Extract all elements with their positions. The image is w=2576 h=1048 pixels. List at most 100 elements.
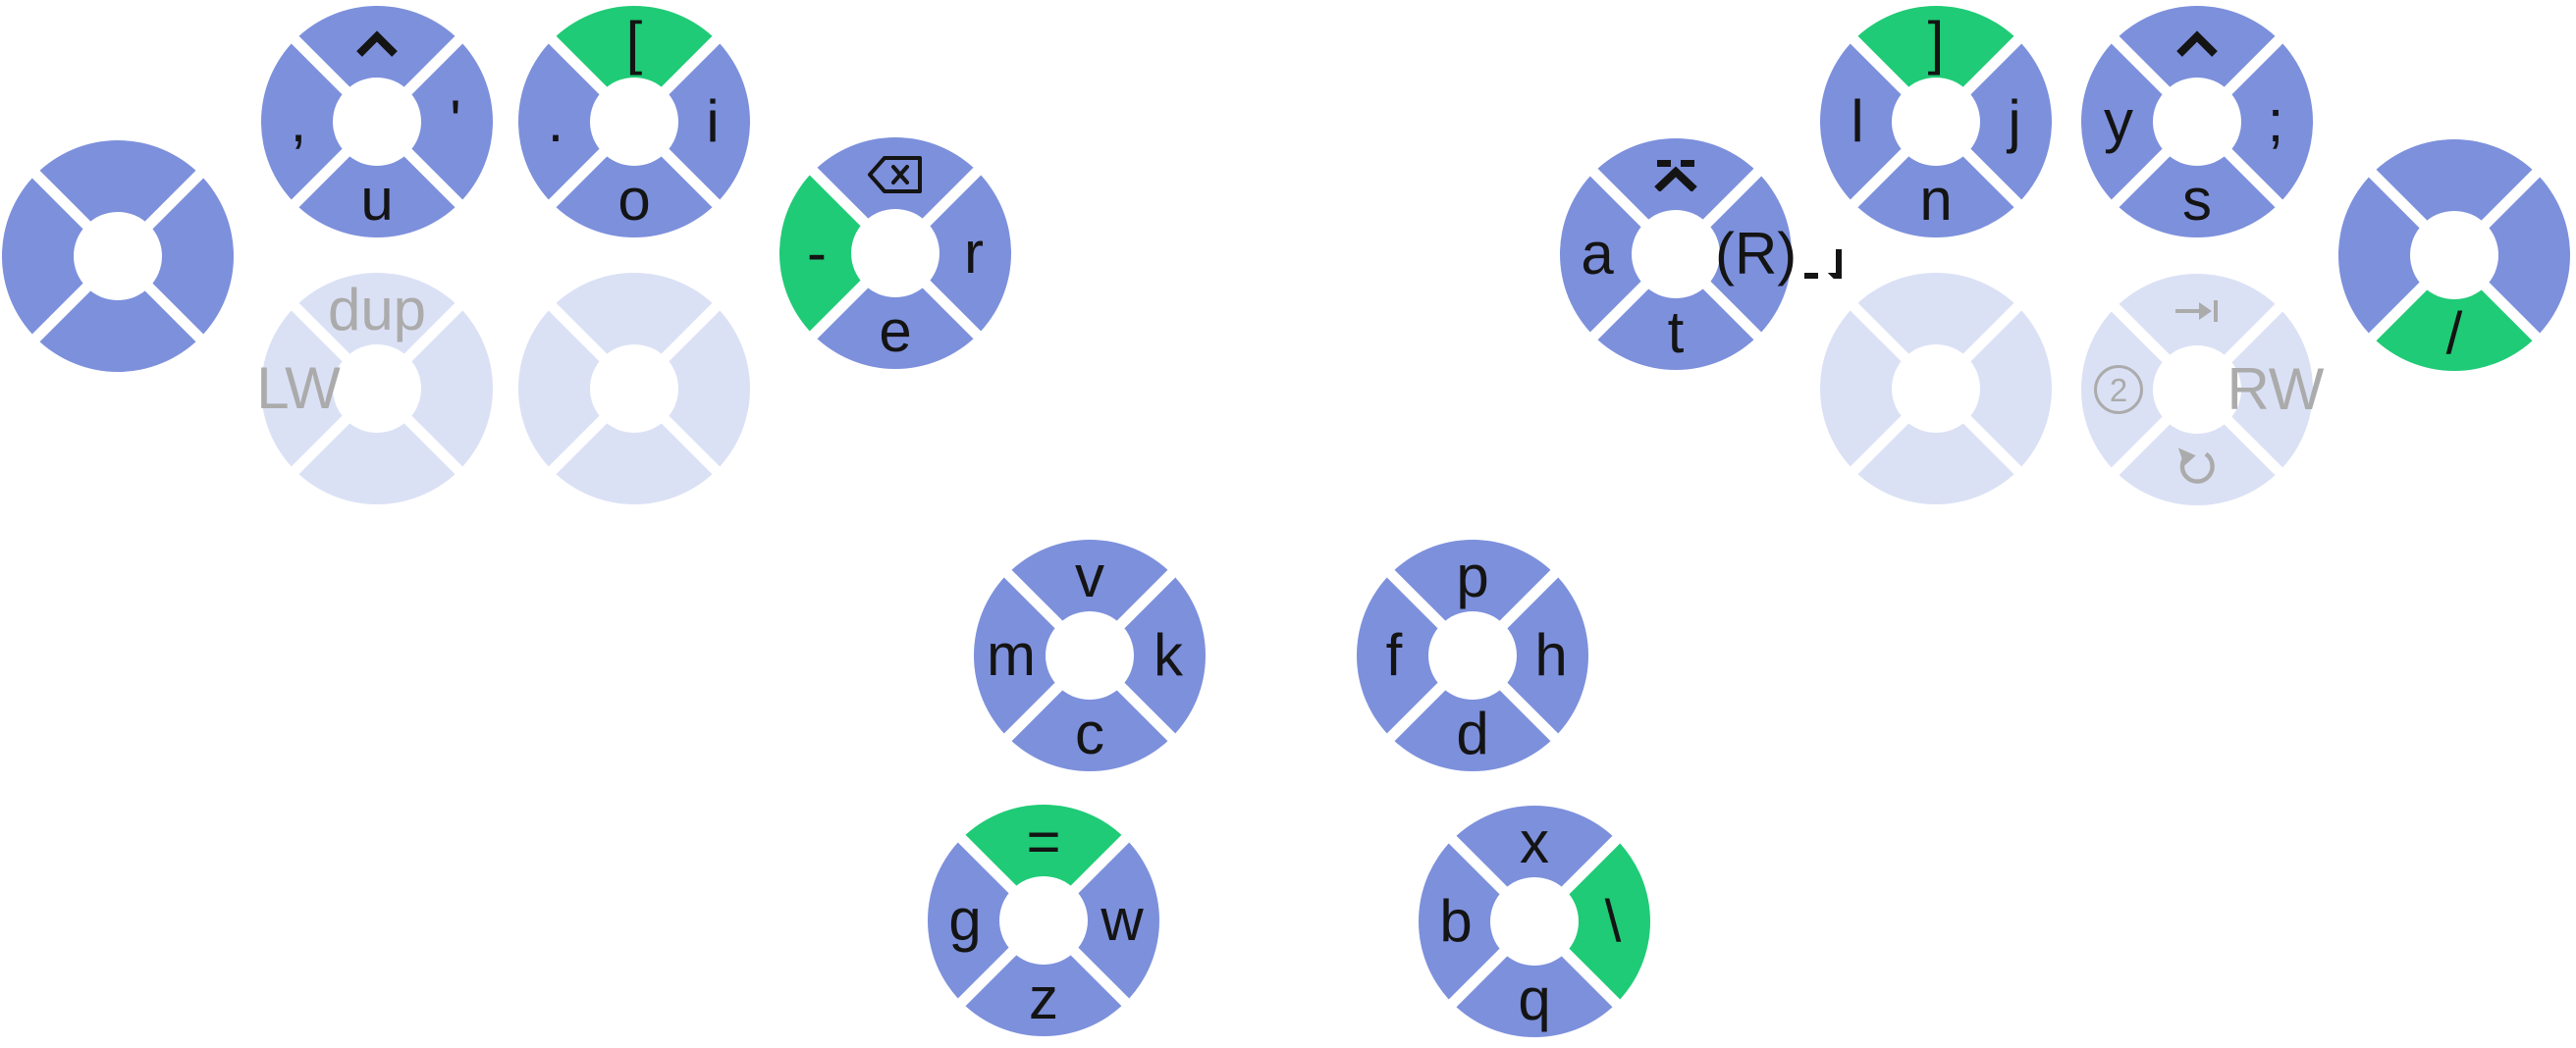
key-donut — [1818, 271, 2054, 506]
key-donut — [926, 803, 1161, 1038]
key-donut — [1417, 804, 1652, 1039]
key-donut — [516, 271, 752, 506]
key-label-bottom: d — [1456, 705, 1488, 763]
key-label-text: p — [1456, 544, 1489, 609]
key-label-text: ' — [450, 88, 461, 154]
key-donut — [2079, 4, 2315, 239]
key-label-bottom: c — [1075, 705, 1104, 763]
key-label-left: l — [1851, 92, 1863, 151]
key-donut — [1355, 538, 1590, 773]
key-label-text: s — [2182, 167, 2212, 233]
key-label-text: , — [290, 88, 307, 154]
key-label-text: c — [1075, 701, 1104, 766]
key-label-bottom: o — [617, 171, 650, 230]
key-label-text: y — [2104, 88, 2133, 154]
key-donut — [259, 4, 495, 239]
key-right-pinky-slash: / — [2336, 137, 2572, 373]
key-label-text: LW — [256, 355, 341, 421]
key-label-top: x — [1520, 813, 1549, 872]
key-label-top: [ — [626, 14, 643, 73]
key-label-text: (R) — [1715, 221, 1798, 287]
key-label-right: r — [964, 224, 984, 283]
key-donut — [2336, 137, 2572, 373]
key-label-left: a — [1581, 225, 1613, 284]
key-label-text: a — [1581, 221, 1614, 287]
key-left-pinky-blank — [0, 138, 236, 374]
key-label-text: g — [948, 887, 982, 953]
key-label-right: i — [706, 92, 719, 151]
circled-2-icon: 2 — [2094, 365, 2143, 414]
key-label-text: dup — [327, 277, 427, 342]
key-label-text: [ — [625, 10, 643, 76]
key-label-right: ; — [2268, 92, 2284, 151]
key-label-top — [1653, 160, 1698, 191]
key-label-top: p — [1456, 548, 1488, 606]
key-label-text: RW — [2227, 356, 2325, 422]
key-label-text: ] — [1927, 10, 1945, 76]
key-label-right: w — [1100, 891, 1143, 950]
key-label-left: . — [548, 92, 564, 151]
key-label-left: b — [1439, 892, 1472, 951]
key-label-bottom: n — [1919, 171, 1952, 230]
key-label-left: LW — [256, 359, 341, 418]
key-donut — [259, 271, 495, 506]
key-label-text: o — [617, 167, 651, 233]
key-label-right: j — [2008, 92, 2020, 151]
key-right-ghost-rw: RW 2 — [2079, 272, 2324, 507]
backspace-icon — [868, 156, 922, 193]
key-label-left: , — [291, 92, 307, 151]
key-label-text: v — [1075, 544, 1104, 609]
key-label-right: ' — [450, 92, 460, 151]
key-label-left: f — [1386, 626, 1403, 685]
caret-icon — [2176, 30, 2218, 57]
key-donut — [0, 138, 236, 374]
key-right-ghost-blank — [1818, 271, 2054, 506]
key-donut — [778, 135, 1013, 371]
key-label-text: n — [1919, 167, 1953, 233]
key-label-right: RW — [2227, 360, 2325, 419]
key-donut — [1818, 4, 2054, 239]
key-label-text: = — [1026, 809, 1061, 874]
key-label-top — [354, 28, 400, 58]
key-label-text: - — [807, 220, 827, 286]
key-label-top: = — [1026, 812, 1060, 871]
key-label-text: z — [1029, 966, 1058, 1031]
key-label-top: ] — [1928, 14, 1945, 73]
key-label-text: h — [1534, 622, 1568, 688]
key-label-bottom — [2174, 445, 2220, 491]
key-label-text: t — [1667, 299, 1685, 365]
key-label-text: f — [1385, 622, 1403, 688]
key-label-text: . — [547, 88, 564, 154]
key-donut — [2079, 272, 2315, 507]
key-label-bottom: e — [879, 302, 911, 361]
key-label-right: k — [1154, 626, 1183, 685]
key-label-text: d — [1456, 701, 1489, 766]
key-label-text: j — [2008, 88, 2021, 154]
key-label-top — [867, 155, 924, 194]
key-label-right: \ — [1605, 892, 1622, 951]
key-label-bottom: q — [1518, 970, 1550, 1029]
key-label-bottom: u — [360, 171, 393, 230]
tab-icon — [2175, 300, 2218, 322]
key-label-right: h — [1534, 626, 1567, 685]
key-donut — [1558, 136, 1794, 372]
key-label-text: \ — [1604, 888, 1622, 954]
caps-word-icon — [1654, 160, 1697, 191]
key-label-text: u — [360, 167, 394, 233]
key-label-top: v — [1075, 548, 1104, 606]
key-donut — [972, 538, 1208, 773]
key-label-text: k — [1154, 622, 1183, 688]
key-label-text: i — [706, 88, 720, 154]
key-label-left: y — [2104, 92, 2133, 151]
key-label-left: 2 — [2094, 365, 2143, 414]
key-label-left: g — [948, 891, 981, 950]
